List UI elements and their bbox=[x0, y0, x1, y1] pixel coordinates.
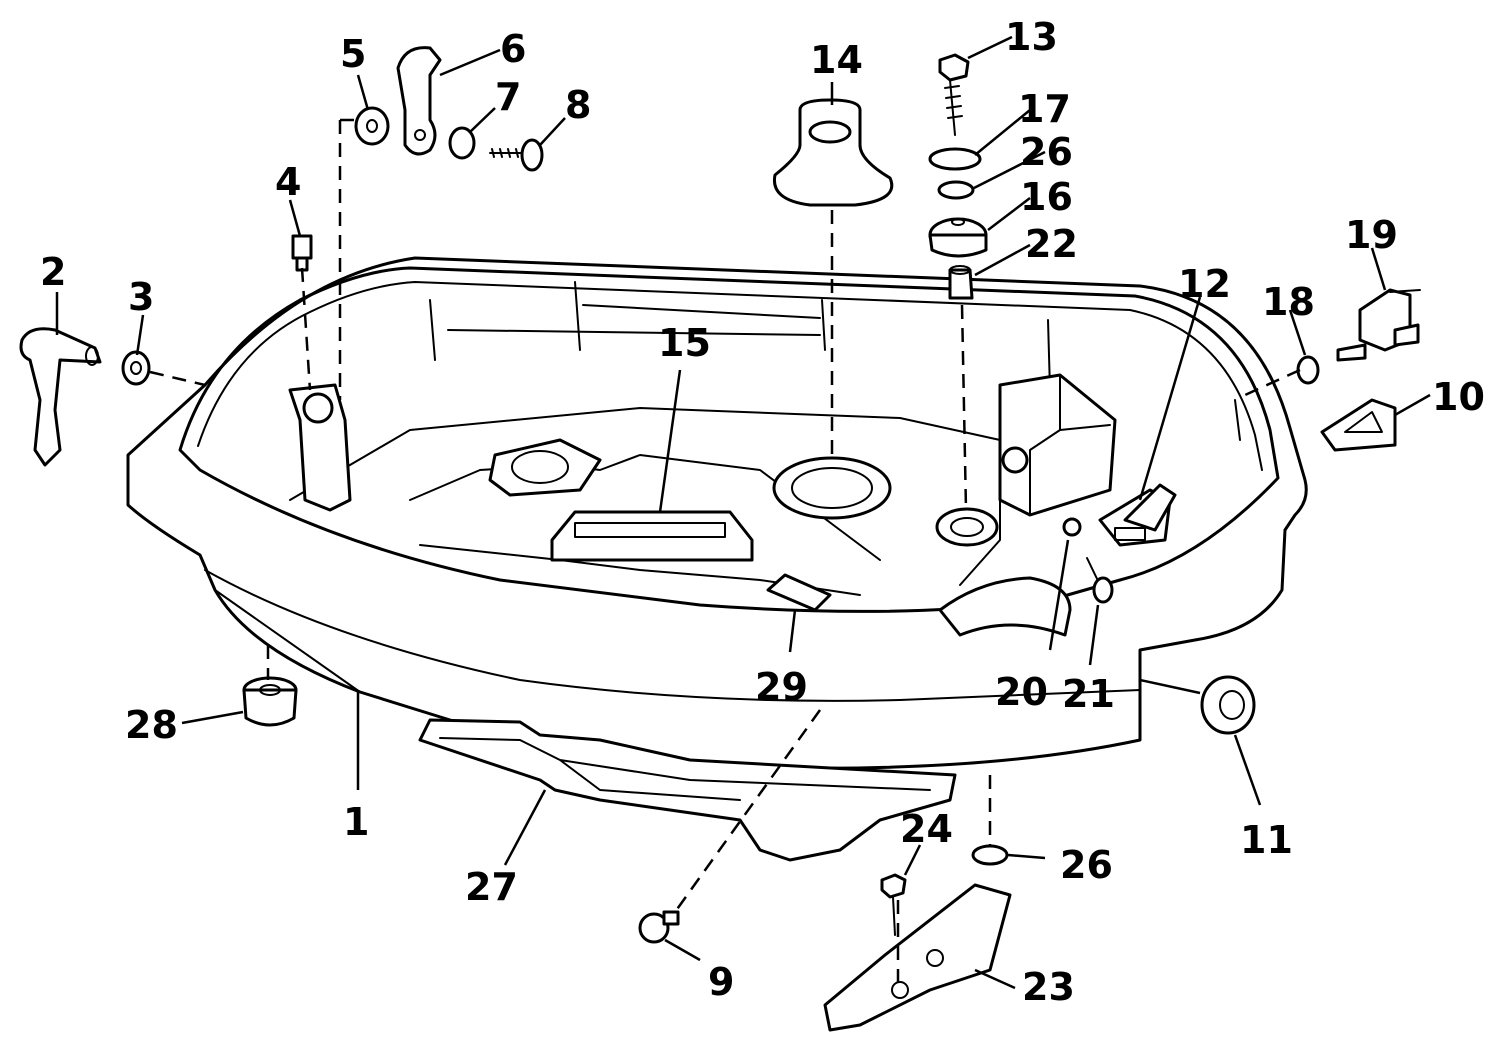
part-4-fitting bbox=[291, 234, 313, 272]
part-11-grommet bbox=[1200, 675, 1256, 735]
callout-9: 9 bbox=[708, 960, 734, 1004]
callout-3: 3 bbox=[128, 275, 154, 319]
callout-19: 19 bbox=[1345, 213, 1398, 257]
part-12-hook bbox=[1123, 483, 1177, 532]
callout-8: 8 bbox=[565, 83, 591, 127]
callout-1: 1 bbox=[343, 800, 369, 844]
part-14-grommet bbox=[772, 98, 894, 207]
part-24-bolt bbox=[880, 873, 907, 936]
callout-20: 20 bbox=[995, 670, 1048, 714]
leader-lines bbox=[55, 35, 1431, 990]
callout-16: 16 bbox=[1020, 175, 1073, 219]
part-3-washer bbox=[121, 350, 151, 386]
part-20-nut bbox=[1062, 517, 1082, 537]
part-29-clip bbox=[766, 573, 832, 612]
part-17-washer bbox=[928, 147, 982, 171]
callout-labels: 1 2 3 4 5 6 7 8 9 10 11 12 13 14 15 16 1… bbox=[40, 15, 1485, 1009]
callout-28: 28 bbox=[125, 703, 178, 747]
part-26-washer-upper bbox=[937, 180, 975, 200]
part-19-valve bbox=[1336, 288, 1421, 362]
part-6-latch-plate bbox=[396, 46, 442, 156]
part-27-gasket bbox=[418, 718, 957, 862]
part-28-grommet bbox=[242, 676, 298, 727]
part-8-screw bbox=[489, 138, 544, 172]
callout-18: 18 bbox=[1262, 280, 1315, 324]
part-18-washer bbox=[1296, 355, 1320, 385]
callout-24: 24 bbox=[900, 807, 953, 851]
callout-11: 11 bbox=[1240, 818, 1293, 862]
callout-7: 7 bbox=[495, 75, 521, 119]
callout-5: 5 bbox=[340, 32, 366, 76]
part-13-bolt bbox=[938, 53, 970, 136]
part-15-pad bbox=[550, 510, 754, 562]
callout-29: 29 bbox=[755, 665, 808, 709]
callout-15: 15 bbox=[658, 321, 711, 365]
part-10-bumper bbox=[1320, 398, 1397, 452]
part-5-washer bbox=[354, 106, 390, 146]
callout-6: 6 bbox=[500, 27, 526, 71]
callout-13: 13 bbox=[1005, 15, 1058, 59]
part-21-screw bbox=[1086, 557, 1114, 604]
part-22-sleeve bbox=[948, 265, 974, 300]
callout-2: 2 bbox=[40, 250, 66, 294]
callout-17: 17 bbox=[1018, 87, 1071, 131]
callout-10: 10 bbox=[1432, 375, 1485, 419]
part-7-clip bbox=[448, 126, 476, 160]
part-23-bracket bbox=[823, 883, 1012, 1032]
callout-22: 22 bbox=[1025, 222, 1078, 266]
part-2-lever bbox=[19, 327, 102, 467]
callout-26-upper: 26 bbox=[1020, 130, 1073, 174]
part-16-grommet bbox=[928, 217, 988, 258]
assembly-lines bbox=[149, 118, 1301, 985]
callout-27: 27 bbox=[465, 865, 518, 909]
part-9-plug bbox=[638, 910, 680, 944]
callout-26-lower: 26 bbox=[1060, 843, 1113, 887]
callout-14: 14 bbox=[810, 38, 863, 82]
callout-4: 4 bbox=[275, 160, 301, 204]
callout-23: 23 bbox=[1022, 965, 1075, 1009]
part-26-washer-lower bbox=[971, 844, 1009, 866]
callout-12: 12 bbox=[1178, 262, 1231, 306]
callout-21: 21 bbox=[1062, 672, 1115, 716]
